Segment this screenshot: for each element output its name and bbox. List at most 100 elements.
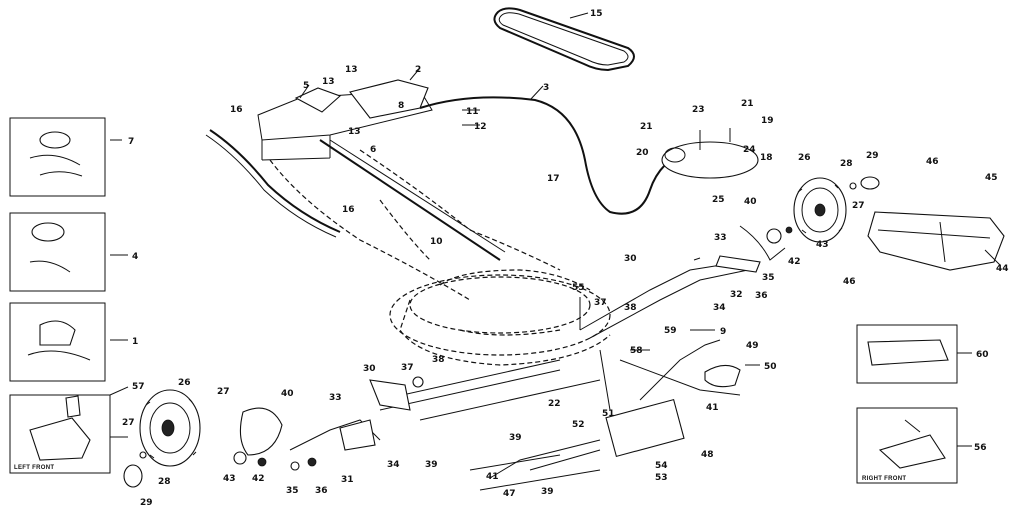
callout: 18 bbox=[760, 153, 773, 163]
callout: 60 bbox=[976, 350, 989, 360]
callout: 23 bbox=[692, 105, 705, 115]
callout: 29 bbox=[140, 498, 153, 508]
cable-lower bbox=[639, 339, 721, 401]
callout: 27 bbox=[217, 387, 230, 397]
callout: 43 bbox=[223, 474, 236, 484]
callout: 39 bbox=[509, 433, 522, 443]
callout: 22 bbox=[548, 399, 561, 409]
callout: 34 bbox=[387, 460, 400, 470]
callout: 20 bbox=[636, 148, 649, 158]
callout: 34 bbox=[713, 303, 726, 313]
callout: 46 bbox=[843, 277, 856, 287]
callout: 19 bbox=[761, 116, 774, 126]
callout: 33 bbox=[714, 233, 727, 243]
callout: 52 bbox=[572, 420, 585, 430]
callout: 31 bbox=[341, 475, 354, 485]
callout: 41 bbox=[706, 403, 719, 413]
callout: 38 bbox=[624, 303, 637, 313]
callout: 37 bbox=[594, 298, 607, 308]
pulley-plate bbox=[661, 128, 759, 179]
callout: 12 bbox=[474, 122, 487, 132]
bracket bbox=[739, 225, 786, 261]
callout: 10 bbox=[430, 237, 443, 247]
callout: 45 bbox=[985, 173, 998, 183]
callout: 47 bbox=[503, 489, 516, 499]
callout: 25 bbox=[712, 195, 725, 205]
callout: 15 bbox=[590, 9, 603, 19]
callout: 28 bbox=[158, 477, 171, 487]
washer-left bbox=[139, 451, 147, 459]
callout-labels: 15 2 3 5 13 13 8 13 11 12 16 6 7 16 4 10… bbox=[122, 9, 1009, 508]
callout: 16 bbox=[230, 105, 243, 115]
callout: 36 bbox=[315, 486, 328, 496]
callout: 7 bbox=[128, 137, 134, 147]
callout: 39 bbox=[425, 460, 438, 470]
callout: 30 bbox=[624, 254, 637, 264]
callout: 55 bbox=[572, 283, 585, 293]
drive-train bbox=[379, 261, 749, 491]
callout: 54 bbox=[655, 461, 668, 471]
callout: 59 bbox=[664, 326, 677, 336]
callout: 24 bbox=[743, 145, 756, 155]
hub-cap-left bbox=[123, 464, 143, 488]
callout: 17 bbox=[547, 174, 560, 184]
left-wheel bbox=[139, 389, 201, 467]
handle-assembly bbox=[205, 79, 561, 301]
callout: 46 bbox=[926, 157, 939, 167]
callout: 35 bbox=[762, 273, 775, 283]
bracket-50 bbox=[704, 364, 741, 388]
washer bbox=[849, 182, 857, 190]
callout: 2 bbox=[415, 65, 421, 75]
hub-cap bbox=[860, 176, 880, 190]
callout: 26 bbox=[178, 378, 191, 388]
left-drive-parts bbox=[233, 376, 424, 471]
callout: 57 bbox=[132, 382, 145, 392]
callout: 16 bbox=[342, 205, 355, 215]
right-front-caption: RIGHT FRONT bbox=[862, 476, 906, 482]
callout: 32 bbox=[730, 290, 743, 300]
callout: 58 bbox=[630, 346, 643, 356]
callout: 28 bbox=[840, 159, 853, 169]
callout: 27 bbox=[852, 201, 865, 211]
callout: 36 bbox=[755, 291, 768, 301]
callout: 40 bbox=[744, 197, 757, 207]
callout: 4 bbox=[132, 252, 138, 262]
callout: 44 bbox=[996, 264, 1009, 274]
control-cable bbox=[419, 96, 691, 215]
callout: 42 bbox=[252, 474, 265, 484]
callout: 11 bbox=[466, 107, 479, 117]
callout: 42 bbox=[788, 257, 801, 267]
callout: 27 bbox=[122, 418, 135, 428]
leader-lines bbox=[109, 12, 1001, 447]
callout: 41 bbox=[486, 472, 499, 482]
callout: 3 bbox=[543, 83, 549, 93]
drive-belt bbox=[493, 7, 635, 72]
right-wheel bbox=[793, 177, 847, 243]
callout: 1 bbox=[132, 337, 138, 347]
callout: 38 bbox=[432, 355, 445, 365]
callout: 35 bbox=[286, 486, 299, 496]
callout: 13 bbox=[322, 77, 335, 87]
callout: 53 bbox=[655, 473, 668, 483]
callout: 21 bbox=[741, 99, 754, 109]
inset-boxes bbox=[9, 117, 958, 484]
callout: 43 bbox=[816, 240, 829, 250]
engine-outline bbox=[389, 269, 611, 366]
callout: 56 bbox=[974, 443, 987, 453]
callout: 51 bbox=[602, 409, 615, 419]
callout: 9 bbox=[720, 327, 726, 337]
callout: 13 bbox=[348, 127, 361, 137]
callout: 21 bbox=[640, 122, 653, 132]
callout: 50 bbox=[764, 362, 777, 372]
callout: 13 bbox=[345, 65, 358, 75]
gear bbox=[766, 228, 782, 244]
discharge-chute bbox=[867, 211, 1005, 271]
axle-bracket bbox=[715, 255, 761, 273]
callout: 49 bbox=[746, 341, 759, 351]
left-front-caption: LEFT FRONT bbox=[14, 465, 54, 471]
callout: 6 bbox=[370, 145, 376, 155]
callout: 40 bbox=[281, 389, 294, 399]
callout: 5 bbox=[303, 81, 309, 91]
callout: 26 bbox=[798, 153, 811, 163]
